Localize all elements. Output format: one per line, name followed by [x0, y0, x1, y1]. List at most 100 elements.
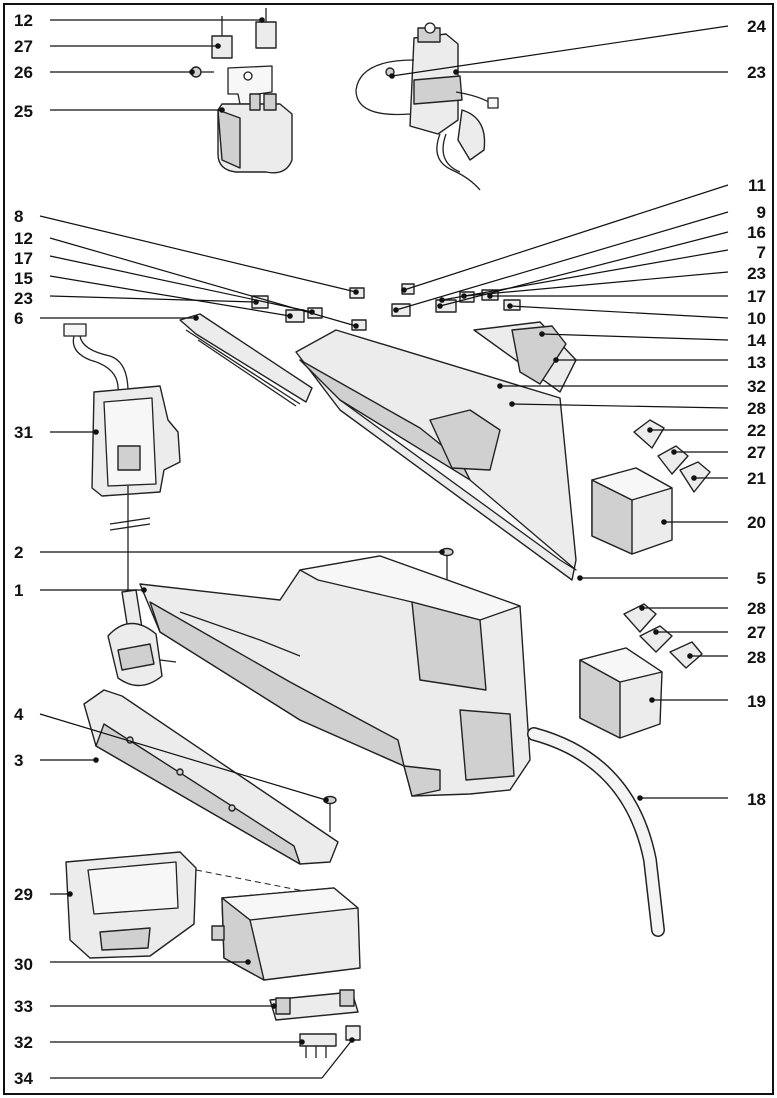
- leader-dot: [389, 73, 395, 79]
- callout-27: 27: [671, 443, 766, 462]
- callout-label: 3: [14, 751, 23, 770]
- callout-27: 27: [14, 37, 221, 56]
- part-25-suppressor: [217, 65, 293, 174]
- callout-label: 16: [747, 223, 766, 242]
- callout-22: 22: [647, 421, 766, 440]
- leader-dot: [287, 313, 293, 319]
- callout-label: 32: [14, 1033, 33, 1052]
- callout-label: 32: [747, 377, 766, 396]
- mains-plug: [107, 589, 177, 687]
- callout-17: 17: [14, 249, 315, 315]
- callout-1: 1: [14, 581, 147, 600]
- part-32-connector: [299, 1033, 337, 1058]
- leader-line: [49, 237, 357, 327]
- callout-label: 24: [747, 17, 766, 36]
- leader-dot: [189, 69, 195, 75]
- callout-12: 12: [14, 11, 265, 30]
- callout-2: 2: [14, 543, 445, 562]
- callout-32: 32: [497, 377, 766, 396]
- callout-label: 28: [747, 599, 766, 618]
- leader-dot: [93, 757, 99, 763]
- leader-dot: [509, 401, 515, 407]
- leader-line: [49, 275, 291, 317]
- leader-dot: [661, 519, 667, 525]
- callout-5: 5: [577, 569, 766, 588]
- callout-27: 27: [653, 623, 766, 642]
- leader-dot: [647, 427, 653, 433]
- callout-label: 28: [747, 648, 766, 667]
- callout-label: 22: [747, 421, 766, 440]
- callout-29: 29: [14, 885, 73, 904]
- leader-dot: [141, 587, 147, 593]
- callout-13: 13: [553, 353, 766, 372]
- part-22-connector: [633, 419, 665, 449]
- callout-label: 17: [14, 249, 33, 268]
- leader-line: [49, 295, 257, 303]
- part-3-support-rail: [83, 689, 339, 865]
- part-5-control-module: [295, 321, 577, 581]
- callout-23: 23: [453, 63, 766, 82]
- callout-28: 28: [509, 399, 766, 418]
- callout-label: 34: [14, 1069, 33, 1088]
- part-27-connector-top: [211, 16, 233, 59]
- part-28-connector-b: [669, 641, 703, 669]
- leader-line: [511, 403, 729, 409]
- callout-label: 23: [747, 264, 766, 283]
- part-1-panel-housing: [139, 555, 531, 797]
- callout-label: 30: [14, 955, 33, 974]
- callout-label: 18: [747, 790, 766, 809]
- leader-dot: [577, 575, 583, 581]
- callout-label: 23: [747, 63, 766, 82]
- leader-dot: [349, 1037, 355, 1043]
- callout-label: 8: [14, 207, 23, 226]
- callout-label: 20: [747, 513, 766, 532]
- leader-line: [541, 333, 729, 341]
- callout-label: 33: [14, 997, 33, 1016]
- leader-line: [49, 255, 313, 313]
- leader-line: [403, 184, 729, 291]
- callout-label: 31: [14, 423, 33, 442]
- callout-label: 25: [14, 102, 33, 121]
- leader-dot: [637, 795, 643, 801]
- callout-label: 27: [747, 443, 766, 462]
- callout-label: 14: [747, 331, 766, 350]
- callout-21: 21: [691, 469, 766, 488]
- callout-label: 2: [14, 543, 23, 562]
- leader-dot: [245, 959, 251, 965]
- callout-label: 15: [14, 269, 33, 288]
- leader-dot: [259, 17, 265, 23]
- leader-dot: [323, 797, 329, 803]
- leader-dot: [691, 475, 697, 481]
- leader-dot: [639, 605, 645, 611]
- callout-label: 21: [747, 469, 766, 488]
- leader-line: [391, 25, 729, 77]
- leader-line: [509, 305, 729, 319]
- leader-line: [39, 215, 357, 293]
- part-19-relay: [579, 647, 663, 739]
- leader-dot: [653, 629, 659, 635]
- leader-dot: [67, 891, 73, 897]
- leader-line: [321, 1039, 353, 1079]
- leader-dot: [271, 1003, 277, 1009]
- callout-label: 12: [14, 229, 33, 248]
- leader-dot: [401, 287, 407, 293]
- leader-dot: [497, 383, 503, 389]
- leader-line: [441, 249, 729, 301]
- callout-26: 26: [14, 63, 195, 82]
- leader-dot: [487, 293, 493, 299]
- callout-9: 9: [393, 203, 766, 313]
- callout-30: 30: [14, 955, 251, 974]
- leader-dot: [309, 309, 315, 315]
- leader-dot: [539, 331, 545, 337]
- callout-4: 4: [14, 705, 329, 803]
- part-28-connector-a: [623, 603, 657, 633]
- part-33-connector-strip: [269, 989, 359, 1021]
- leader-dot: [393, 307, 399, 313]
- leader-dot: [453, 69, 459, 75]
- callout-25: 25: [14, 102, 225, 121]
- callout-33: 33: [14, 997, 277, 1016]
- part-31-terminal-block: [63, 323, 181, 590]
- part-27-connector-mid: [657, 445, 689, 475]
- callout-23: 23: [461, 264, 766, 299]
- leader-dot: [93, 429, 99, 435]
